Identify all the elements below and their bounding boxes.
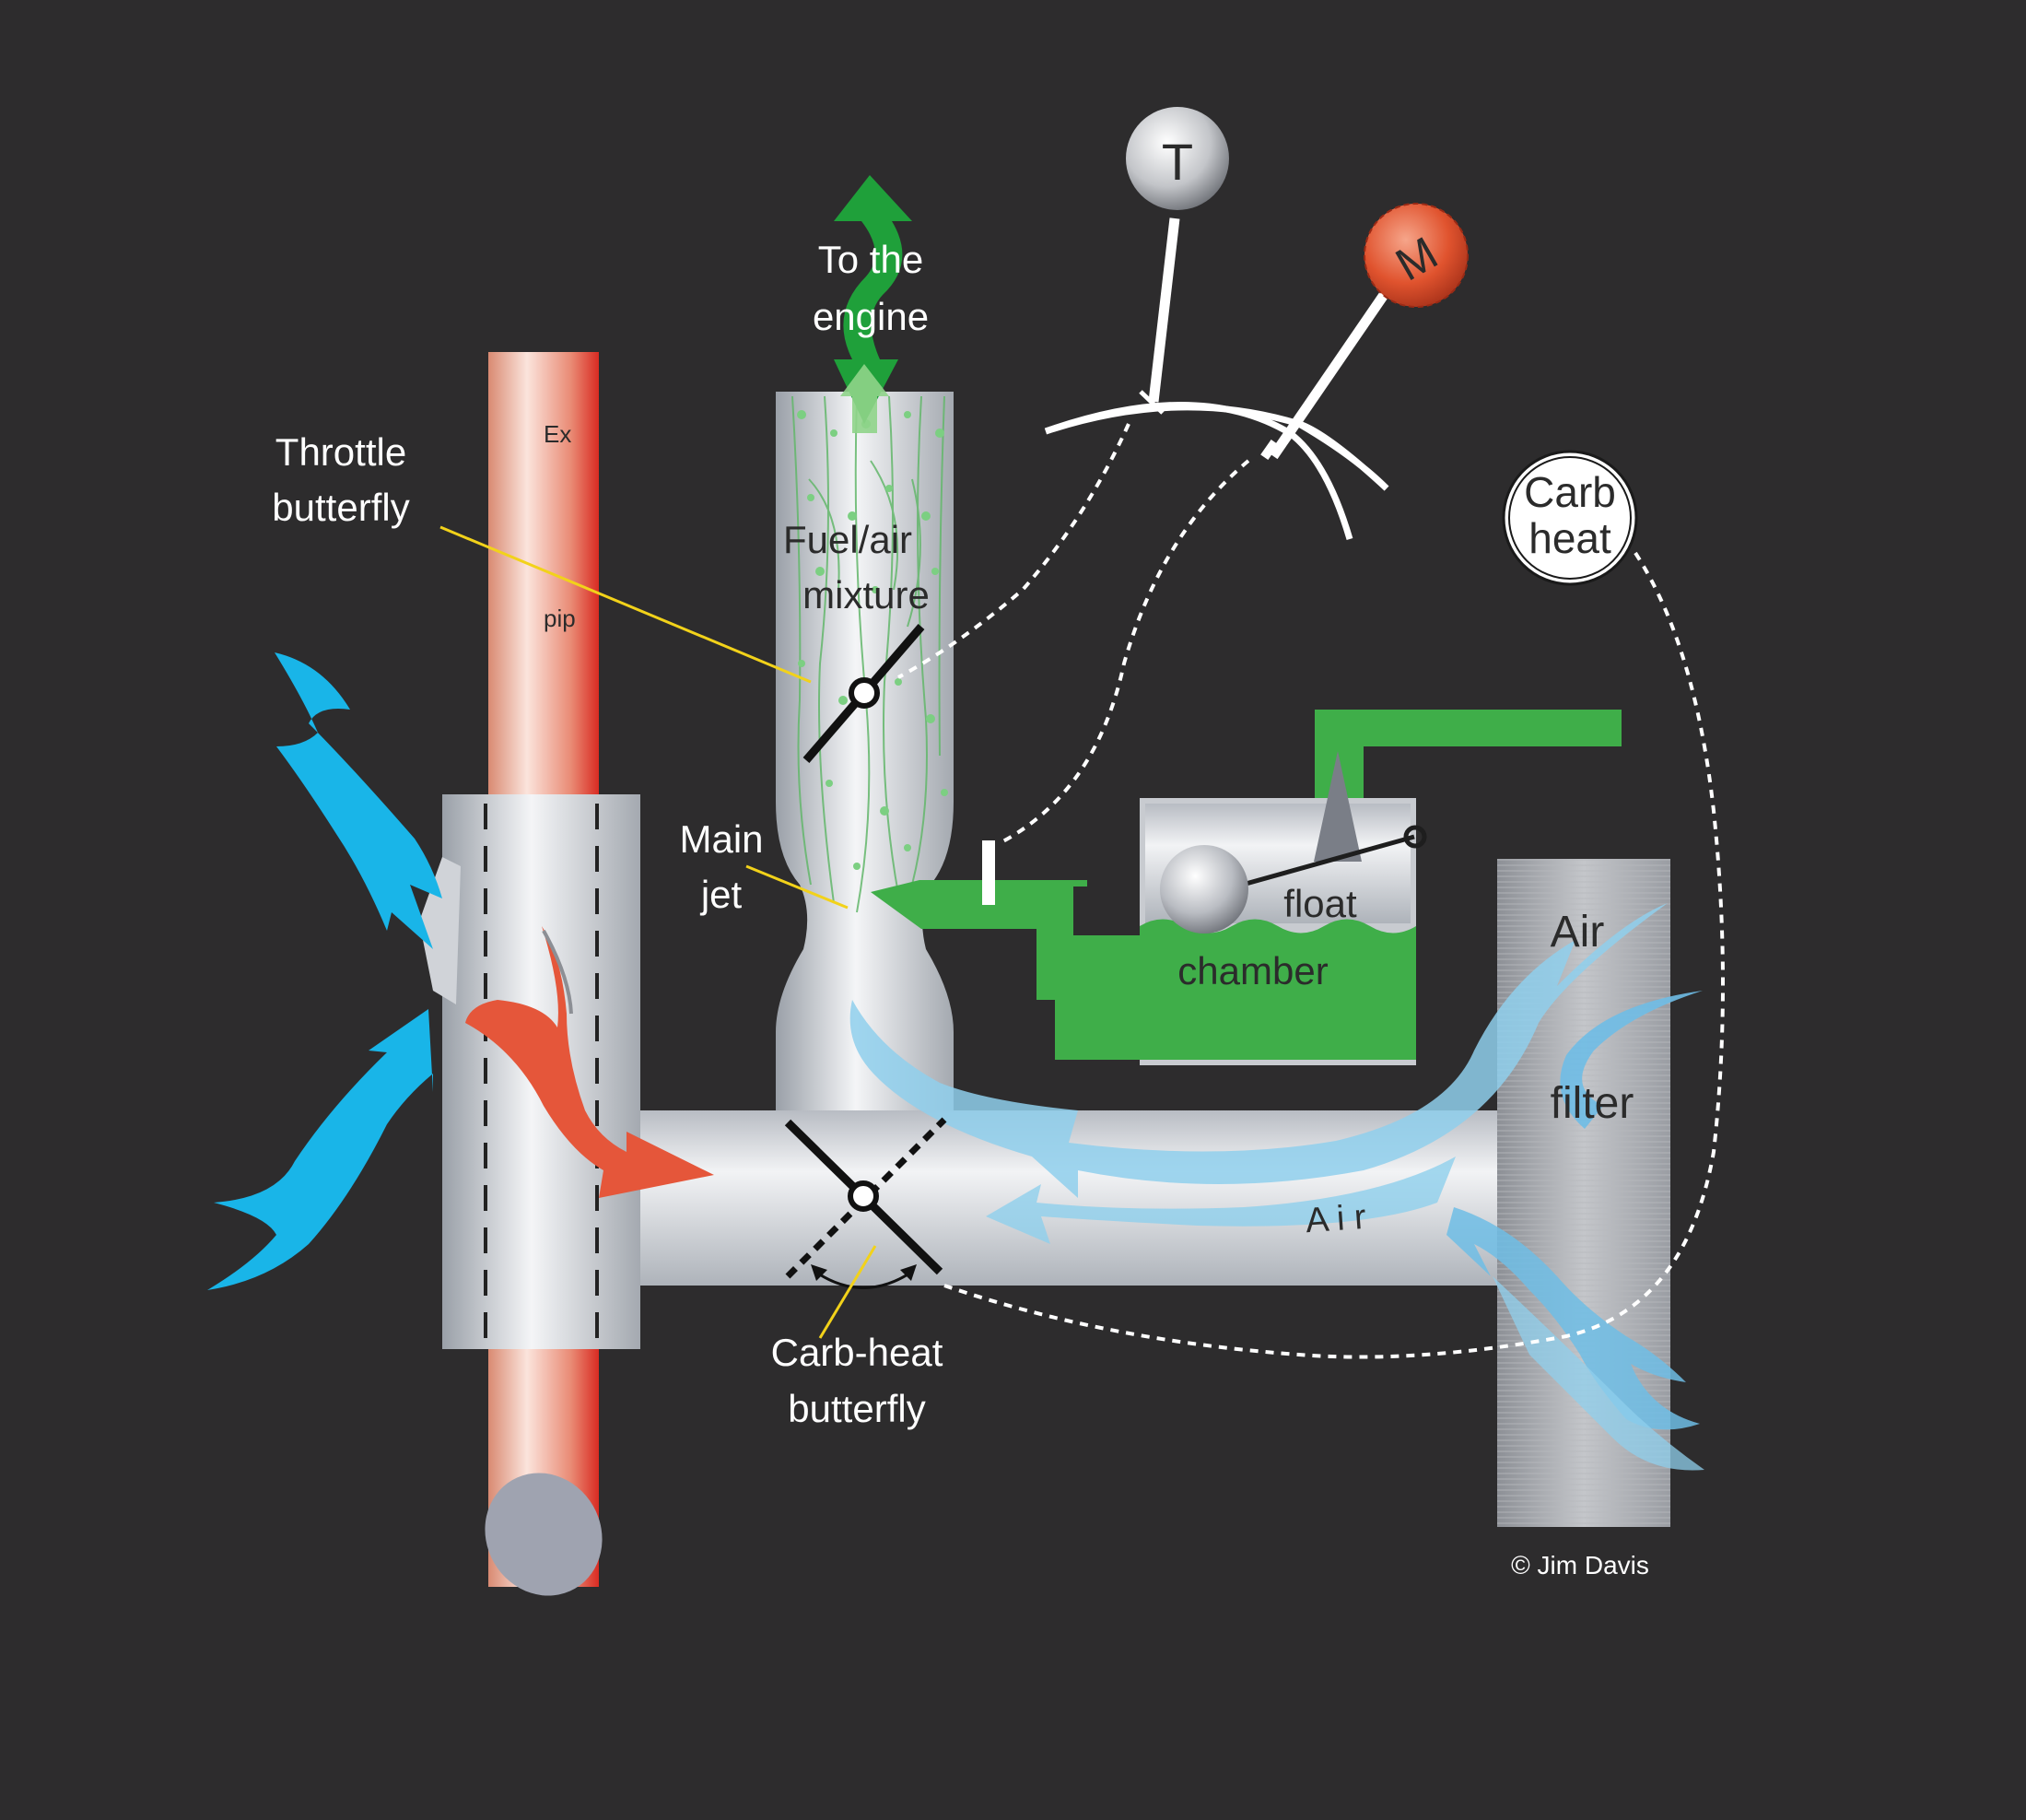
carburetor-body [776, 392, 954, 1110]
leader-lines [439, 525, 877, 1339]
air-filter-label-1: Air [1551, 908, 1605, 957]
chamber-label: chamber [1177, 949, 1328, 992]
air-filter-label-2: filter [1551, 1079, 1634, 1128]
outside-air-arrows [207, 652, 442, 1290]
to-engine-label-1: To the [818, 238, 923, 281]
hot-air-arrow [465, 926, 714, 1198]
main-jet-label-1: Main [679, 817, 763, 861]
air-duct-label: A i r [1305, 1198, 1368, 1240]
to-engine-label-2: engine [813, 295, 929, 338]
exhaust-pipe-end [485, 1473, 603, 1596]
cold-air-flow [849, 903, 1704, 1471]
fuel-air-label-1: Fuel/air [783, 518, 912, 561]
to-engine-arrow [834, 175, 912, 433]
throttle-knob[interactable] [1126, 107, 1229, 210]
carb-heat-butterfly-label-1: Carb-heat [771, 1331, 943, 1374]
throttle-butterfly-label-2: butterfly [272, 486, 409, 529]
mixture-knob[interactable] [1364, 203, 1469, 308]
exhaust-label-top: Ex [544, 420, 571, 448]
fuel-air-label-2: mixture [802, 573, 930, 616]
main-jet-label-2: jet [699, 873, 743, 916]
throttle-butterfly-label-1: Throttle [275, 430, 406, 474]
fuel-air-mixture-dots [797, 410, 948, 870]
fuel-system [871, 710, 1622, 1065]
carb-heat-knob-label-2: heat [1528, 514, 1611, 562]
float-label: float [1283, 882, 1357, 925]
control-quadrant: T M [1044, 107, 1469, 540]
throttle-knob-label: T [1162, 133, 1193, 191]
throttle-butterfly [802, 624, 925, 763]
labels: To the engine Throttle butterfly Fuel/ai… [272, 238, 1649, 1579]
copyright-label: © Jim Davis [1511, 1551, 1649, 1579]
carb-heat-knob[interactable]: Carb heat [1502, 450, 1638, 586]
exhaust-label-bottom: pip [544, 605, 576, 632]
float-ball [1160, 845, 1248, 933]
carb-heat-knob-label-1: Carb [1524, 468, 1616, 516]
carb-heat-butterfly-label-2: butterfly [788, 1387, 925, 1430]
carb-heat-butterfly [784, 1117, 947, 1289]
control-linkages [897, 423, 1725, 1359]
